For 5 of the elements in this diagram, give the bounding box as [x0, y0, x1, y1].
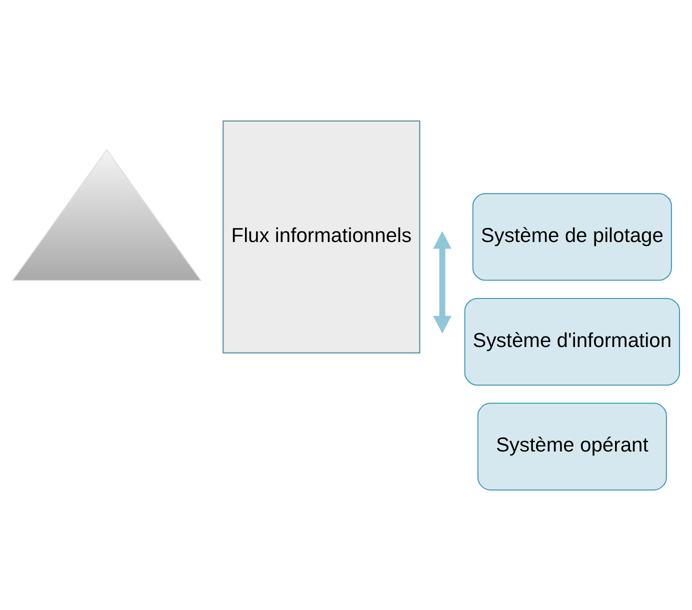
node-triangle — [12, 148, 202, 281]
node-box: Système de pilotage — [472, 192, 672, 280]
node-box: Système d'information — [464, 297, 680, 386]
node-box: Flux informationnels — [222, 120, 420, 353]
node-box: Système opérant — [477, 402, 667, 490]
